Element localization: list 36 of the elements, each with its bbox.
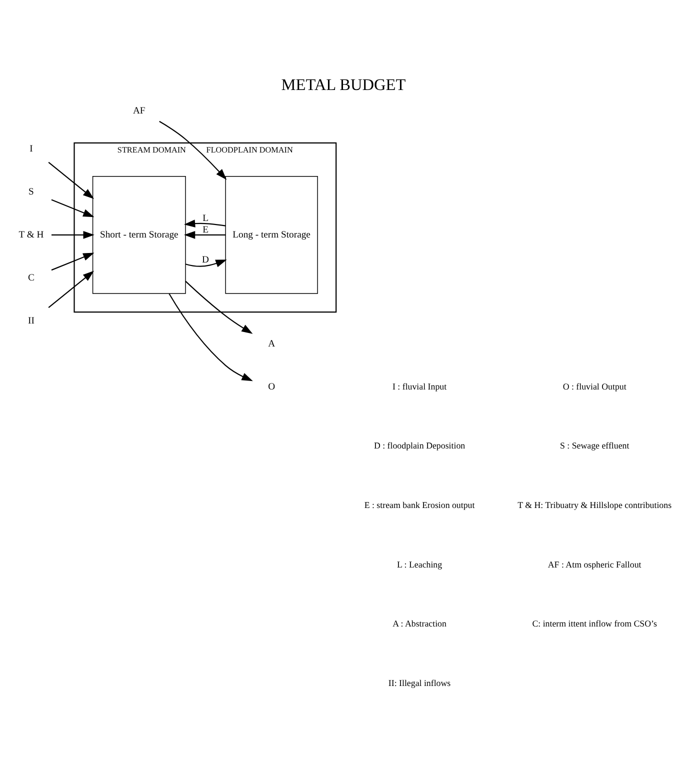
- label: O : fluvial Output: [562, 380, 626, 391]
- diagram-title: METAL BUDGET: [281, 74, 406, 94]
- label: AF : Atm ospheric Fallout: [548, 558, 642, 569]
- node-box: Short - term Storage: [92, 175, 186, 294]
- arrow: [184, 230, 226, 238]
- node-text: O: [268, 381, 276, 392]
- label: I : fluvial Input: [392, 380, 447, 391]
- label: S : Sewage effluent: [560, 440, 630, 450]
- arrow: [48, 270, 94, 308]
- node-text: A: [268, 338, 276, 349]
- label: D : floodplain Deposition: [374, 440, 466, 450]
- edge-label: E: [202, 224, 208, 235]
- node-text: I: [30, 142, 33, 154]
- arrow: [51, 198, 94, 217]
- label: E : stream bank Erosion output: [364, 499, 475, 510]
- node-text: T & H: [18, 228, 44, 240]
- node-text: AF: [132, 105, 146, 116]
- label: A : Abstraction: [392, 618, 446, 628]
- node-text: C: [28, 272, 34, 283]
- arrow: [184, 219, 226, 227]
- arrow: [185, 280, 253, 334]
- label: T & H: Tribuatry & Hillslope contributions: [518, 499, 672, 510]
- arrow: [159, 120, 227, 180]
- arrow: [168, 292, 253, 381]
- node-box: Long - term Storage: [225, 175, 318, 294]
- label: L : Leaching: [396, 558, 442, 569]
- arrow: [185, 259, 227, 267]
- label: II: Illegal inflows: [388, 677, 451, 688]
- label: C: interm ittent inflow from CSO’s: [532, 618, 657, 628]
- node-text: S: [28, 186, 34, 197]
- arrow: [48, 161, 94, 199]
- node-text: II: [28, 314, 34, 326]
- arrow: [51, 252, 94, 270]
- arrow: [52, 230, 94, 238]
- edge-label: L: [202, 212, 208, 224]
- edge-label: D: [202, 254, 210, 266]
